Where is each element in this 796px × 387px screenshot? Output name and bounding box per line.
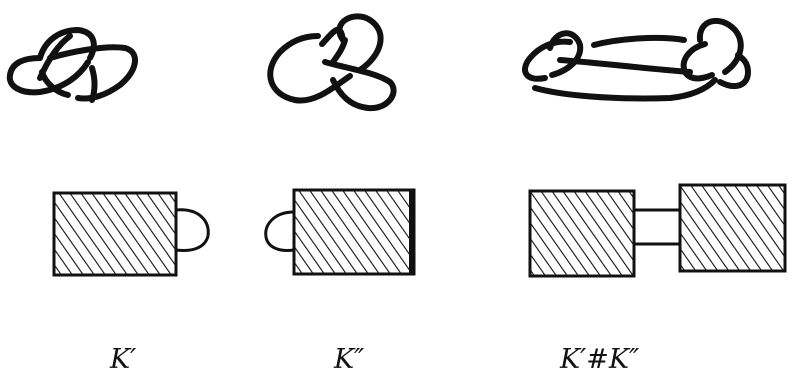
box-diagram-k2 <box>264 188 416 276</box>
box-diagram-k1 <box>52 191 210 277</box>
label-k1: K′ <box>110 344 137 375</box>
box-diagram-connected-sum <box>528 183 787 278</box>
label-k2: K″ <box>334 344 365 375</box>
trefoil-knot-k2 <box>267 13 397 112</box>
trefoil-knot-k1 <box>6 26 138 103</box>
label-connected-sum: K′#K″ <box>560 344 640 375</box>
connected-sum-knot <box>522 18 752 102</box>
